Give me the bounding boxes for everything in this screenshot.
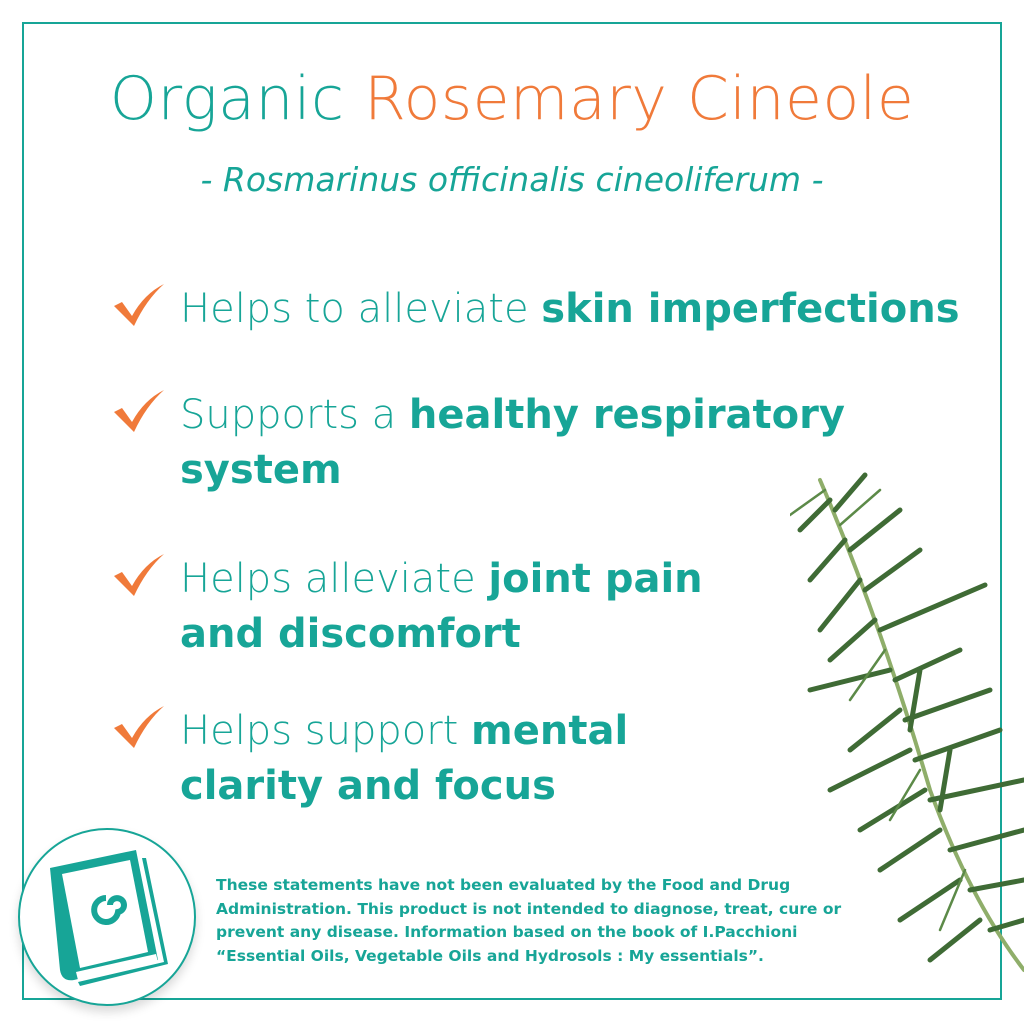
book-icon — [50, 850, 168, 986]
border-frame — [22, 22, 1002, 1000]
benefit-text: Helps alleviate — [180, 556, 489, 602]
page-title: Organic Rosemary Cineole — [0, 64, 1024, 134]
benefit-text: Helps support — [180, 708, 472, 754]
benefit-highlight: healthy respiratory — [408, 392, 845, 438]
title-organic: Organic — [109, 64, 345, 134]
benefit-highlight-2: and discomfort — [180, 611, 521, 657]
botanical-name: - Rosmarinus officinalis cineoliferum - — [200, 160, 824, 199]
check-icon — [114, 390, 164, 432]
benefit-highlight-2: clarity and focus — [180, 763, 556, 809]
benefit-highlight: mental — [471, 708, 629, 754]
check-icon — [114, 554, 164, 596]
check-icon — [114, 706, 164, 748]
title-product: Rosemary Cineole — [364, 64, 915, 134]
benefit-text: Supports a — [180, 392, 409, 438]
rosemary-sprig — [790, 472, 1024, 972]
book-badge — [18, 828, 196, 1006]
benefit-highlight: joint pain — [488, 556, 703, 602]
benefit-text: Helps to alleviate — [180, 286, 542, 332]
fda-disclaimer: These statements have not been evaluated… — [216, 876, 842, 965]
benefit-highlight: skin imperfections — [541, 286, 960, 332]
benefit-highlight-2: system — [180, 447, 342, 493]
check-icon — [114, 284, 164, 326]
